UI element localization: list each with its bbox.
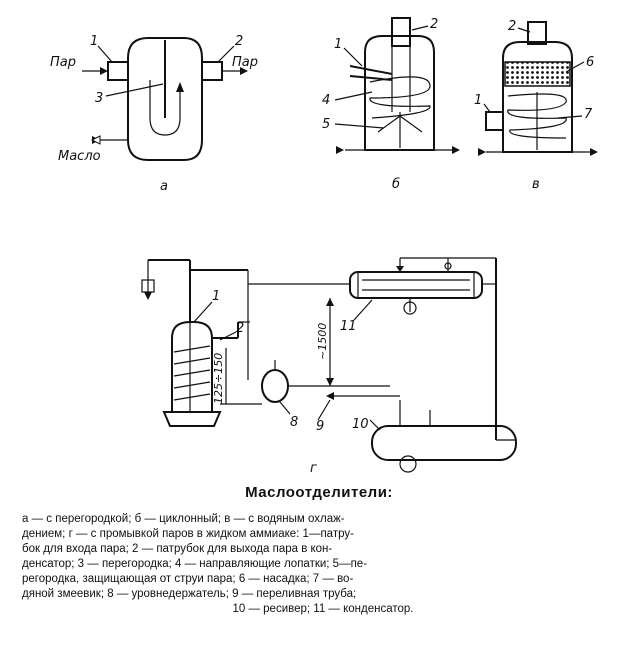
callout-a-3: 3 bbox=[95, 91, 103, 106]
outlet-nozzle bbox=[201, 61, 223, 81]
dim-1500: ~1500 bbox=[316, 323, 329, 360]
caption-line: дением; г — с промывкой паров в жидком а… bbox=[22, 528, 354, 540]
panel-b-label: б bbox=[392, 177, 400, 192]
callout-c-2: 2 bbox=[508, 19, 516, 34]
callout-d-1: 1 bbox=[212, 289, 220, 304]
panel-a-label: a bbox=[160, 179, 168, 194]
callout-d-10: 10 bbox=[352, 417, 369, 432]
dim-125-150: 125÷150 bbox=[212, 353, 225, 404]
callout-b-1: 1 bbox=[334, 37, 342, 52]
panel-c-label: в bbox=[532, 177, 540, 192]
callout-a-1: 1 bbox=[90, 34, 98, 49]
callout-b-2: 2 bbox=[430, 17, 438, 32]
caption-line: бок для входа пара; 2 — патрубок для вых… bbox=[22, 543, 333, 555]
callout-d-11: 11 bbox=[340, 319, 357, 334]
panel-d-label: г bbox=[310, 461, 317, 476]
caption-line: регородка, защищающая от струи пара; 6 —… bbox=[22, 573, 354, 585]
caption-line: а — с перегородкой; б — циклонный; в — с… bbox=[22, 513, 345, 525]
panel-c-water-cooled: 2 6 7 1 в bbox=[474, 19, 598, 192]
inlet-nozzle bbox=[485, 111, 504, 131]
caption-line: 10 — ресивер; 11 — конденсатор. bbox=[232, 603, 414, 615]
receiver bbox=[371, 425, 517, 461]
callout-d-2: 2 bbox=[236, 321, 244, 336]
inlet-nozzle bbox=[107, 61, 129, 81]
panel-b-cyclone: 1 2 4 5 б bbox=[322, 17, 460, 192]
oil-label: Масло bbox=[58, 149, 101, 164]
callout-b-5: 5 bbox=[322, 117, 330, 132]
callout-c-6: 6 bbox=[586, 55, 594, 70]
steam-in-label: Пар bbox=[50, 55, 76, 70]
caption-line: денсатор; 3 — перегородка; 4 — направляю… bbox=[22, 558, 368, 570]
caption-body: а — с перегородкой; б — циклонный; в — с… bbox=[22, 512, 624, 617]
callout-a-2: 2 bbox=[235, 34, 243, 49]
panel-a-separator: 1 2 3 Пар Пар Масло a bbox=[50, 34, 258, 194]
main-separator bbox=[171, 321, 213, 413]
panel-d-ammonia-wash-scheme: 125÷150 ~1500 1 2 8 9 10 11 г bbox=[141, 257, 517, 476]
callout-d-9: 9 bbox=[316, 419, 324, 434]
callout-b-4: 4 bbox=[322, 93, 330, 108]
level-holder bbox=[261, 369, 289, 403]
condenser bbox=[349, 271, 483, 299]
packing bbox=[504, 61, 571, 87]
steam-out-label: Пар bbox=[232, 55, 258, 70]
outlet-pipe bbox=[527, 21, 547, 45]
caption-line: дяной змеевик; 8 — уровнедержатель; 9 — … bbox=[22, 588, 357, 600]
oil-separator-diagram: 1 2 3 Пар Пар Масло a 1 2 4 bbox=[50, 17, 598, 476]
caption-title: Маслоотделители: bbox=[245, 484, 393, 501]
callout-c-1: 1 bbox=[474, 93, 482, 108]
outlet-pipe bbox=[391, 17, 411, 47]
callout-c-7: 7 bbox=[584, 107, 593, 122]
callout-d-8: 8 bbox=[290, 415, 298, 430]
